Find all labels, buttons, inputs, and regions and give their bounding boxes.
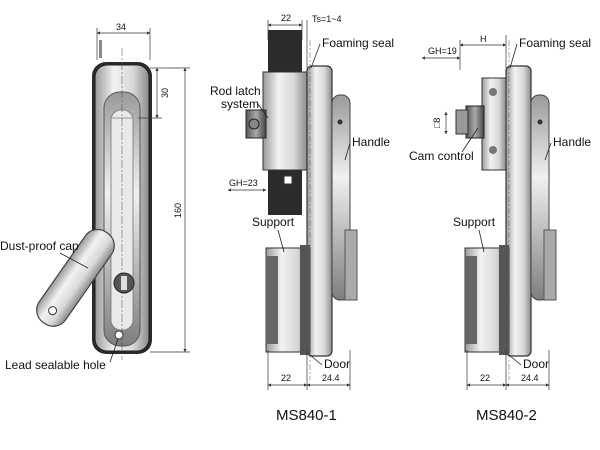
handle-body-2 xyxy=(505,65,532,357)
dim-top-offset: 30 xyxy=(160,88,170,98)
label-cam-control: Cam control xyxy=(409,149,474,163)
dim-ts: Ts=1~4 xyxy=(312,14,342,24)
rod-latch-box xyxy=(262,71,308,171)
dim-gh-23: GH=23 xyxy=(229,178,258,188)
front-view: 34 30 160 Dust-proof cap Lead sealable h… xyxy=(0,22,190,372)
dim-gh-19: GH=19 xyxy=(428,46,457,56)
label-support-2: Support xyxy=(453,215,496,229)
caption-ms840-1: MS840-1 xyxy=(276,407,337,424)
dim-width: 34 xyxy=(116,22,126,32)
dim-h: H xyxy=(480,34,487,44)
label-lead-sealable-hole: Lead sealable hole xyxy=(5,358,106,372)
dim-bottom-right-2: 24.4 xyxy=(521,373,539,383)
lead-seal-hole xyxy=(114,330,124,340)
dim-bottom-left-2: 22 xyxy=(480,373,490,383)
caption-ms840-2: MS840-2 xyxy=(476,407,537,424)
dim-bottom-left-1: 22 xyxy=(281,373,291,383)
label-door-2: Door xyxy=(523,357,549,371)
label-rod-latch-2: system xyxy=(221,97,259,111)
label-handle-2: Handle xyxy=(553,135,591,149)
side-view-ms840-1: 22 Ts=1~4 GH=23 22 24.4 Foaming seal Rod… xyxy=(210,13,394,424)
dim-d8: □8 xyxy=(432,118,442,128)
label-foaming-seal-1: Foaming seal xyxy=(322,36,394,50)
label-handle-1: Handle xyxy=(352,135,390,149)
label-foaming-seal-2: Foaming seal xyxy=(519,36,591,50)
label-support-1: Support xyxy=(252,215,295,229)
label-door-1: Door xyxy=(324,357,350,371)
dust-proof-cap xyxy=(36,228,115,327)
dim-height: 160 xyxy=(173,203,183,218)
dim-bottom-right-1: 24.4 xyxy=(322,373,340,383)
label-dust-proof-cap: Dust-proof cap xyxy=(0,239,79,253)
dim-top: 22 xyxy=(281,13,291,23)
side-view-ms840-2: H GH=19 □8 22 24.4 Foaming seal Cam cont… xyxy=(409,34,591,424)
handle-body xyxy=(306,65,333,357)
label-rod-latch-1: Rod latch xyxy=(210,84,261,98)
